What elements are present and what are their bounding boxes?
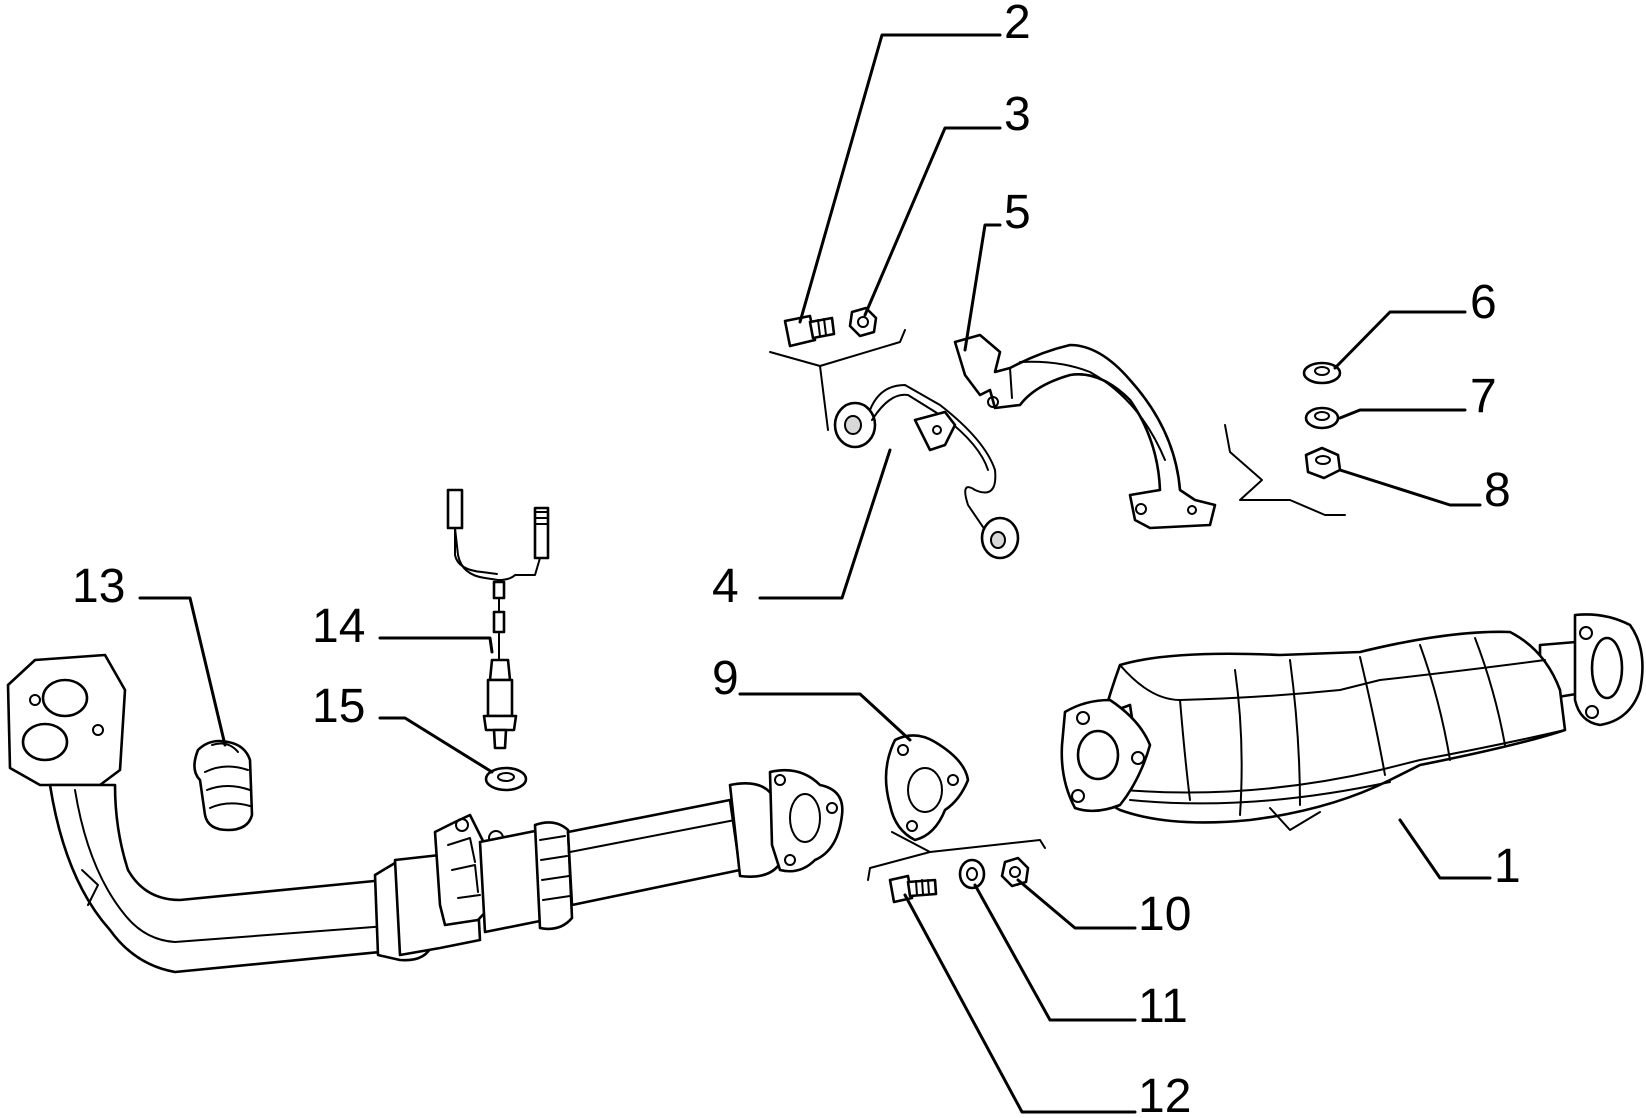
nut-part-3 <box>848 306 878 338</box>
callout-4: 4 <box>712 560 739 613</box>
leader-7 <box>1338 408 1467 420</box>
callout-8: 8 <box>1484 464 1511 517</box>
callout-12: 12 <box>1138 1070 1191 1118</box>
leader-13 <box>138 596 227 747</box>
nut-part-10 <box>1000 856 1030 888</box>
callout-9: 9 <box>712 652 739 705</box>
leader-4 <box>758 448 892 600</box>
leader-6 <box>1333 310 1467 370</box>
leader-12 <box>903 893 1137 1114</box>
bolt-part-12 <box>888 874 938 904</box>
leader-15 <box>378 716 494 774</box>
callout-2: 2 <box>1004 0 1031 49</box>
leader-lines <box>138 33 1492 1114</box>
front-exhaust-pipe <box>6 653 844 974</box>
leader-9 <box>738 692 912 742</box>
rubber-sleeve-part-13 <box>193 739 254 832</box>
hanger-strap-part-4 <box>833 384 1020 560</box>
callout-15: 15 <box>312 680 365 733</box>
callout-labels: 1 2 3 4 5 6 7 8 9 10 11 12 13 14 15 <box>72 0 1521 1118</box>
washer-part-6 <box>1302 361 1342 385</box>
leader-8 <box>1338 468 1482 507</box>
callout-6: 6 <box>1470 276 1497 329</box>
callout-13: 13 <box>72 560 125 613</box>
spring-washer-part-7 <box>1304 406 1340 430</box>
leader-11 <box>973 883 1137 1022</box>
lambda-sensor-part-14 <box>446 488 550 750</box>
support-bracket-part-5 <box>953 333 1217 530</box>
callout-10: 10 <box>1138 888 1191 941</box>
gasket-part-9 <box>884 734 970 842</box>
assembly-bracket-2-3 <box>769 329 906 431</box>
callout-1: 1 <box>1494 840 1521 893</box>
sealing-washer-part-15 <box>484 766 528 792</box>
nut-part-8 <box>1304 446 1342 480</box>
callout-11: 11 <box>1138 980 1188 1033</box>
leader-2 <box>798 33 1002 324</box>
assembly-bracket-9-12 <box>867 831 1046 881</box>
catalytic-converter <box>1060 613 1644 831</box>
callout-3: 3 <box>1004 88 1031 141</box>
bolt-part-2 <box>783 314 836 348</box>
leader-1 <box>1398 818 1492 880</box>
washer-part-11 <box>958 858 986 890</box>
leader-5 <box>963 223 1002 352</box>
leader-3 <box>863 126 1002 317</box>
leader-10 <box>1016 878 1137 930</box>
assembly-bracket-5-8 <box>1224 424 1346 516</box>
callout-5: 5 <box>1004 186 1031 239</box>
callout-14: 14 <box>312 600 365 653</box>
leader-14 <box>378 636 494 654</box>
callout-7: 7 <box>1470 370 1497 423</box>
